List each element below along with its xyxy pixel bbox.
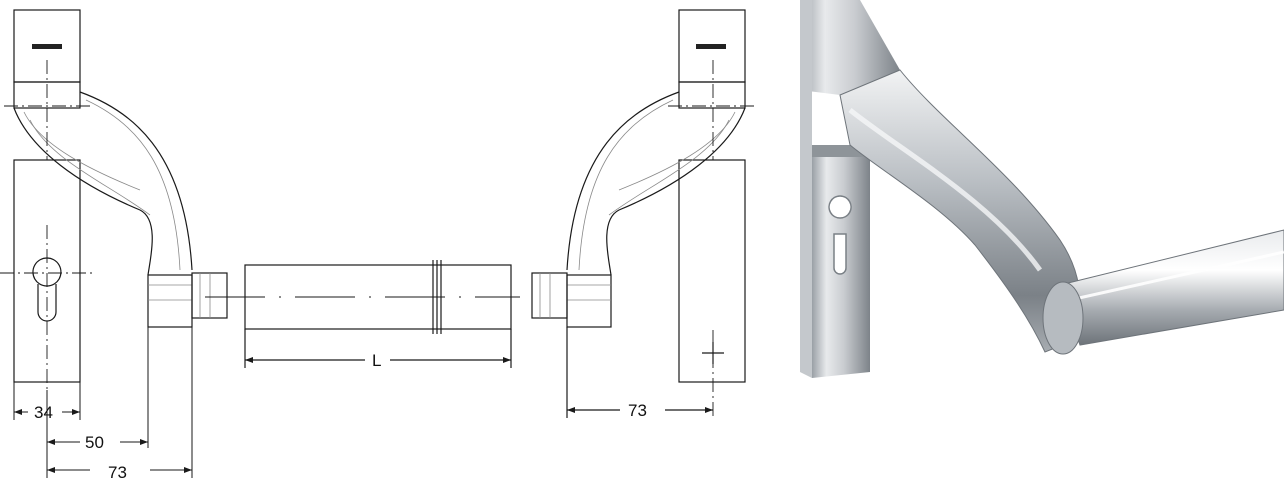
right-handle-drawing <box>531 9 756 418</box>
bar-body <box>244 264 512 330</box>
left-dimension-arrows <box>14 409 192 473</box>
right-arm-end <box>566 274 612 328</box>
dim-label-73-left: 73 <box>108 463 127 480</box>
right-dimension-arrows <box>567 407 713 413</box>
left-arm-end <box>147 274 193 328</box>
photo-keyhole-round <box>828 195 852 219</box>
right-arm-outer <box>606 107 746 276</box>
bar-dimension-arrows <box>245 357 511 363</box>
dim-label-73-right: 73 <box>628 401 647 420</box>
left-dimensions <box>13 327 193 478</box>
dim-label-L: L <box>372 351 381 370</box>
product-photo <box>800 0 1284 378</box>
right-logo <box>696 44 726 49</box>
right-backplate <box>678 159 746 383</box>
photo-bar-cap <box>1042 281 1084 355</box>
photo-bar <box>1059 229 1284 346</box>
left-arm-outer <box>13 107 153 276</box>
left-socket <box>191 272 228 319</box>
right-socket <box>531 272 568 319</box>
left-handle-drawing <box>0 9 228 390</box>
left-logo <box>32 44 62 49</box>
dim-label-50: 50 <box>85 433 104 452</box>
bar-drawing <box>205 260 520 368</box>
right-collar <box>678 81 746 109</box>
right-arm-top <box>566 91 680 271</box>
photo-keyhole-slot <box>833 233 847 275</box>
dim-label-34: 34 <box>34 403 53 422</box>
left-arm-top <box>79 91 193 271</box>
photo-backplate-top <box>800 0 900 95</box>
